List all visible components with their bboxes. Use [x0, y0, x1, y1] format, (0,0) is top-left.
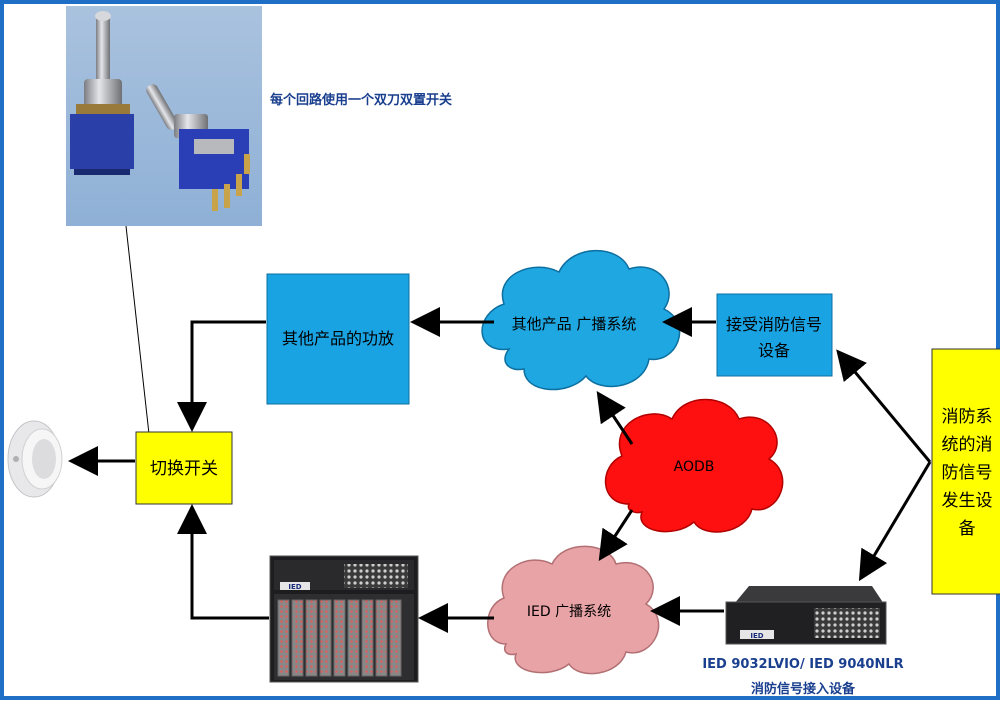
- toggle-switch-photo: [66, 6, 262, 226]
- arrow-source-to-device: [862, 462, 930, 576]
- other-amplifier-label: 其他产品的功放: [282, 329, 394, 348]
- fire-signal-source-line-4: 发生设: [942, 491, 993, 511]
- ceiling-speaker-icon: [8, 421, 62, 497]
- fire-signal-source-line-5: 备: [959, 519, 976, 539]
- ied-device-name-label: 消防信号接入设备: [751, 681, 856, 697]
- arrow-source-to-receive: [840, 354, 930, 462]
- ied-rack-chassis-icon: IED: [270, 556, 418, 682]
- ied-broadcast-label: IED 广播系统: [527, 604, 611, 620]
- ied-device-model-label: IED 9032LVIO/ IED 9040NLR: [702, 657, 903, 672]
- rack-logo: IED: [288, 583, 301, 591]
- rack-card-slots: [278, 600, 401, 676]
- device-logo: IED: [750, 632, 763, 640]
- diagram-canvas: 每个回路使用一个双刀双置开关 其他产品的功放 切换开关 接受消防信号 设备 消防…: [4, 4, 1000, 704]
- aodb-label: AODB: [674, 459, 715, 475]
- receive-fire-signal-label-2: 设备: [758, 341, 790, 360]
- fire-signal-source-line-3: 防信号: [942, 463, 993, 483]
- fire-signal-source-line-1: 消防系: [942, 407, 993, 427]
- arrow-amp-to-switch: [192, 322, 266, 426]
- switch-label: 切换开关: [150, 459, 218, 479]
- other-broadcast-label: 其他产品 广播系统: [512, 315, 637, 333]
- receive-fire-signal-label-1: 接受消防信号: [726, 315, 822, 334]
- ied-1u-device-icon: IED: [726, 586, 886, 644]
- arrow-aodb-to-other-broadcast: [600, 396, 632, 444]
- switch-photo-caption: 每个回路使用一个双刀双置开关: [270, 92, 452, 108]
- photo-leader-line: [126, 226, 149, 434]
- fire-signal-source-line-2: 统的消: [942, 435, 993, 455]
- arrow-rack-to-switch: [192, 510, 269, 618]
- arrow-aodb-to-ied-broadcast: [602, 510, 632, 556]
- receive-fire-signal-box: [717, 294, 832, 376]
